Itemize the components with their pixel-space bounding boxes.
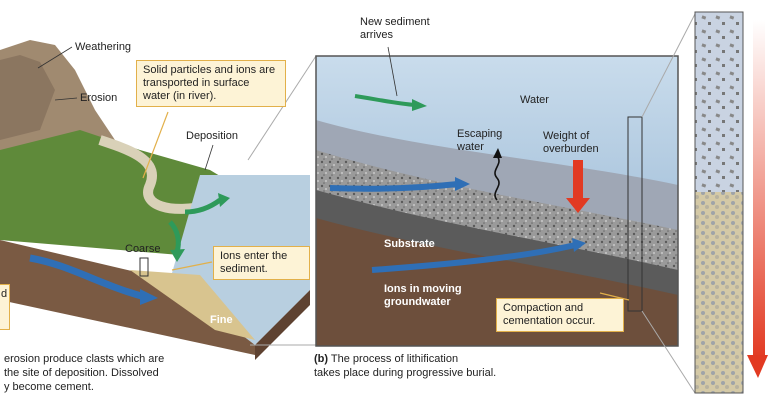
caption-b-line2: takes place during progressive burial. — [314, 367, 497, 379]
callout-compaction: Compaction and cementation occur. — [496, 298, 624, 332]
core-loose-sediment — [695, 12, 743, 192]
label-fine: Fine — [210, 314, 233, 326]
new-sediment-arrow — [354, 94, 416, 107]
core-lithified-rock — [695, 192, 743, 393]
groundwater-arrow-lower — [371, 242, 576, 273]
label-deposition: Deposition — [186, 130, 238, 142]
callout-partial-left: d — [0, 284, 10, 330]
caption-a: erosion produce clasts which are the sit… — [4, 352, 304, 394]
label-coarse: Coarse — [125, 243, 161, 255]
label-weathering: Weathering — [75, 41, 132, 53]
caption-a-line3: y become cement. — [4, 381, 94, 393]
coarse-marker — [139, 257, 149, 277]
sediment-wedge — [130, 270, 255, 340]
overburden-arrow — [573, 160, 583, 200]
panel-b-section — [315, 46, 679, 347]
core-outline — [627, 116, 643, 312]
caption-a-line2: the site of deposition. Dissolved — [4, 367, 159, 379]
label-substrate: Substrate — [384, 238, 435, 250]
label-escaping-water: Escaping water — [457, 128, 503, 153]
escaping-water-squiggle — [494, 155, 500, 201]
caption-b: (b) The process of lithification takes p… — [314, 352, 594, 380]
label-ions-groundwater: Ions in moving groundwater — [384, 283, 462, 308]
groundwater-arrow-a — [29, 254, 146, 301]
label-water: Water — [520, 94, 549, 106]
transport-arrow-green — [184, 197, 222, 215]
caption-b-letter: (b) — [314, 353, 329, 365]
depth-gradient-arrow — [753, 20, 765, 360]
label-weight-overburden: Weight of overburden — [543, 130, 599, 155]
caption-b-line1: The process of lithification — [330, 353, 459, 365]
callout-transport: Solid particles and ions are transported… — [136, 60, 286, 107]
label-erosion: Erosion — [80, 92, 118, 104]
label-new-sediment: New sediment arrives — [360, 16, 430, 41]
panel-c-core — [694, 11, 768, 394]
groundwater-arrow-upper — [329, 181, 459, 192]
callout-ions-enter: Ions enter the sediment. — [213, 246, 310, 280]
caption-a-line1: erosion produce clasts which are — [4, 353, 165, 365]
deposition-arrow-green — [168, 220, 181, 253]
